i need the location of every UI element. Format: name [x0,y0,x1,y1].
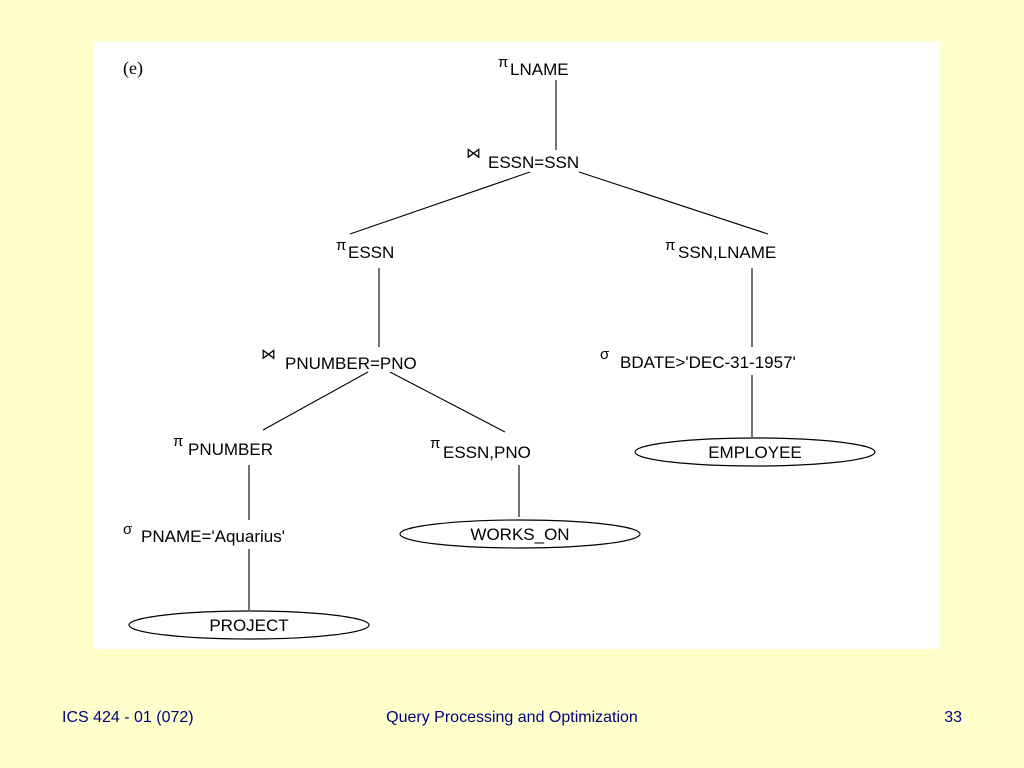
node-join-pnumber-pno: ⋈ PNUMBER=PNO [261,346,417,373]
edge-join-to-pi-essn [349,171,531,235]
projection-symbol: π [498,54,508,71]
projection-symbol: π [336,237,346,254]
relation-label: WORKS_ON [470,525,569,544]
relation-project: PROJECT [128,610,370,640]
query-tree-figure: (e) π LNAME ⋈ ESSN=SSN π ESSN π SSN,LNAM… [93,42,939,649]
edge-join-to-pi-ssn-lname [578,171,769,235]
selection-symbol: σ [123,521,133,538]
node-label: ESSN=SSN [488,153,579,172]
projection-symbol: π [665,237,675,254]
node-pi-essn: π ESSN [336,237,394,262]
node-pi-pnumber: π PNUMBER [173,433,273,459]
relation-oval [399,519,641,549]
node-pi-lname: π LNAME [498,54,569,79]
node-label: PNUMBER [188,440,273,459]
node-label: LNAME [510,60,569,79]
relation-works-on: WORKS_ON [399,519,641,549]
query-tree-diagram: (e) π LNAME ⋈ ESSN=SSN π ESSN π SSN,LNAM… [123,54,876,640]
node-label: ESSN,PNO [443,443,531,462]
projection-symbol: π [173,433,183,450]
node-label: ESSN [348,243,394,262]
node-sigma-bdate: σ BDATE>'DEC-31-1957' [600,346,796,372]
node-label: SSN,LNAME [678,243,776,262]
node-label: BDATE>'DEC-31-1957' [620,353,796,372]
join-symbol: ⋈ [466,145,481,162]
join-symbol: ⋈ [261,346,276,363]
relation-oval [128,610,370,640]
node-pi-essn-pno: π ESSN,PNO [430,435,531,462]
edge-join-to-pi-essn-pno [389,371,506,433]
node-label: PNAME='Aquarius' [141,527,285,546]
relation-label: PROJECT [209,616,288,635]
relation-employee: EMPLOYEE [634,437,876,467]
projection-symbol: π [430,435,440,452]
relation-oval [634,437,876,467]
tree-edges [248,80,769,610]
footer-page-number: 33 [944,709,962,726]
node-join-essn-ssn: ⋈ ESSN=SSN [466,145,579,172]
panel-label: (e) [123,58,143,79]
relation-label: EMPLOYEE [708,443,802,462]
footer-slide-title: Query Processing and Optimization [386,709,638,726]
footer-course-id: ICS 424 - 01 (072) [62,709,194,726]
node-pi-ssn-lname: π SSN,LNAME [665,237,776,262]
node-sigma-pname: σ PNAME='Aquarius' [123,521,285,546]
node-label: PNUMBER=PNO [285,354,417,373]
selection-symbol: σ [600,346,610,363]
edge-join-to-pi-pnumber [262,371,369,431]
